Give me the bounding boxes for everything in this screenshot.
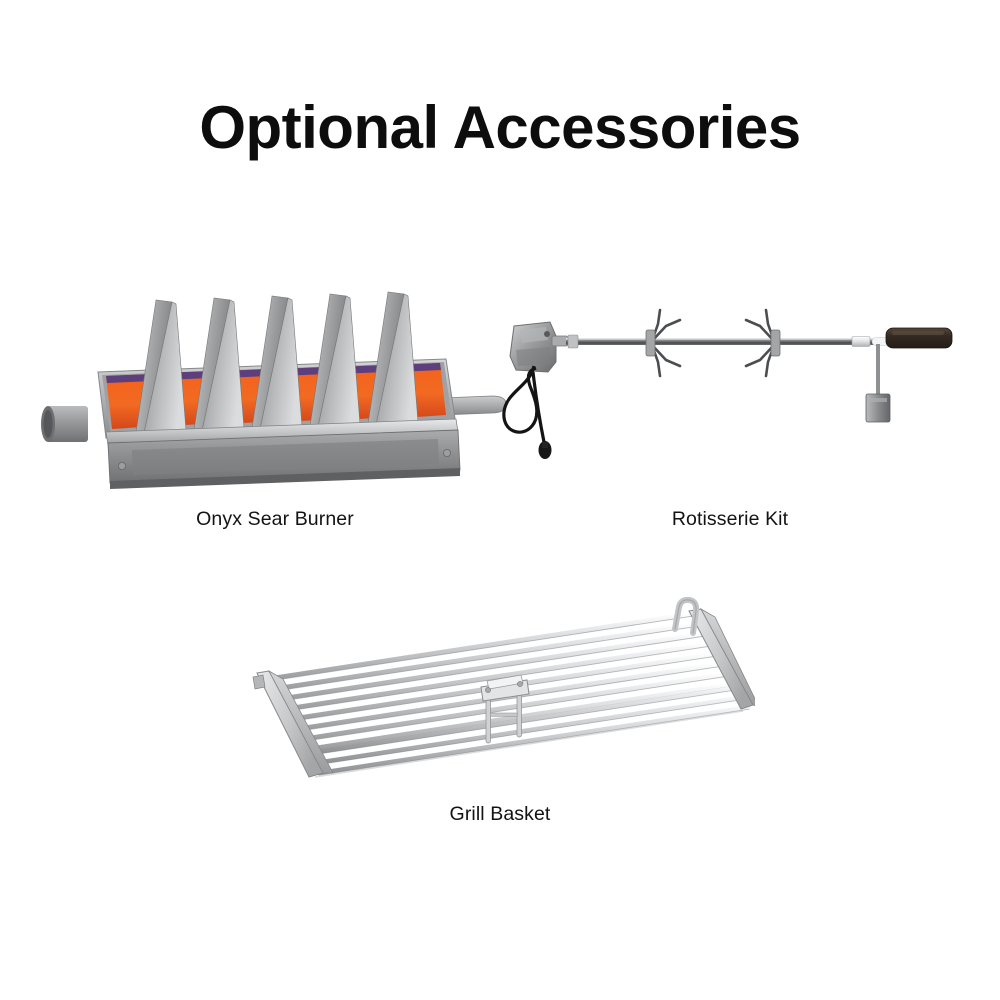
meat-fork <box>650 308 682 378</box>
deflector-fins <box>135 291 419 434</box>
center-latch[interactable] <box>480 674 530 744</box>
deflector-fin <box>367 291 419 426</box>
power-plug <box>538 441 552 459</box>
page-title: Optional Accessories <box>199 94 801 161</box>
rotisserie-kit-icon <box>502 308 953 459</box>
housing-bolt <box>118 461 127 470</box>
gas-inlet-tube <box>41 406 88 442</box>
product-label-onyx-sear-burner: Onyx Sear Burner <box>196 508 354 530</box>
product-grill-basket[interactable]: Grill Basket <box>245 595 755 840</box>
housing-bolt <box>442 448 451 457</box>
product-image-grill-basket <box>245 595 755 790</box>
basket-front-rods <box>308 684 752 776</box>
grill-basket-icon <box>252 596 755 778</box>
product-label-rotisserie-kit: Rotisserie Kit <box>671 508 789 530</box>
power-cord <box>502 365 546 443</box>
product-onyx-sear-burner[interactable]: Onyx Sear Burner <box>40 280 510 540</box>
product-image-rotisserie-kit <box>500 300 960 495</box>
basket-left-end-panel <box>252 669 334 778</box>
sear-burner-icon <box>41 291 507 489</box>
deflector-fin <box>309 293 361 428</box>
fork-collar <box>645 329 656 357</box>
product-image-onyx-sear-burner <box>40 280 510 495</box>
product-rotisserie-kit[interactable]: Rotisserie Kit <box>500 300 960 540</box>
burner-housing <box>97 291 461 489</box>
deflector-fin <box>193 297 245 432</box>
product-label-grill-basket: Grill Basket <box>449 803 551 825</box>
deflector-fin <box>251 295 303 430</box>
rotisserie-motor <box>509 321 569 373</box>
fork-collar <box>770 329 781 357</box>
spit-rod <box>566 334 901 349</box>
basket-bottom-edge <box>314 710 744 778</box>
deflector-fin <box>135 299 187 434</box>
wooden-handle <box>885 327 953 349</box>
hook-handle[interactable] <box>672 596 700 636</box>
counterweight <box>865 344 891 423</box>
basket-front-rods-shading <box>310 688 750 776</box>
